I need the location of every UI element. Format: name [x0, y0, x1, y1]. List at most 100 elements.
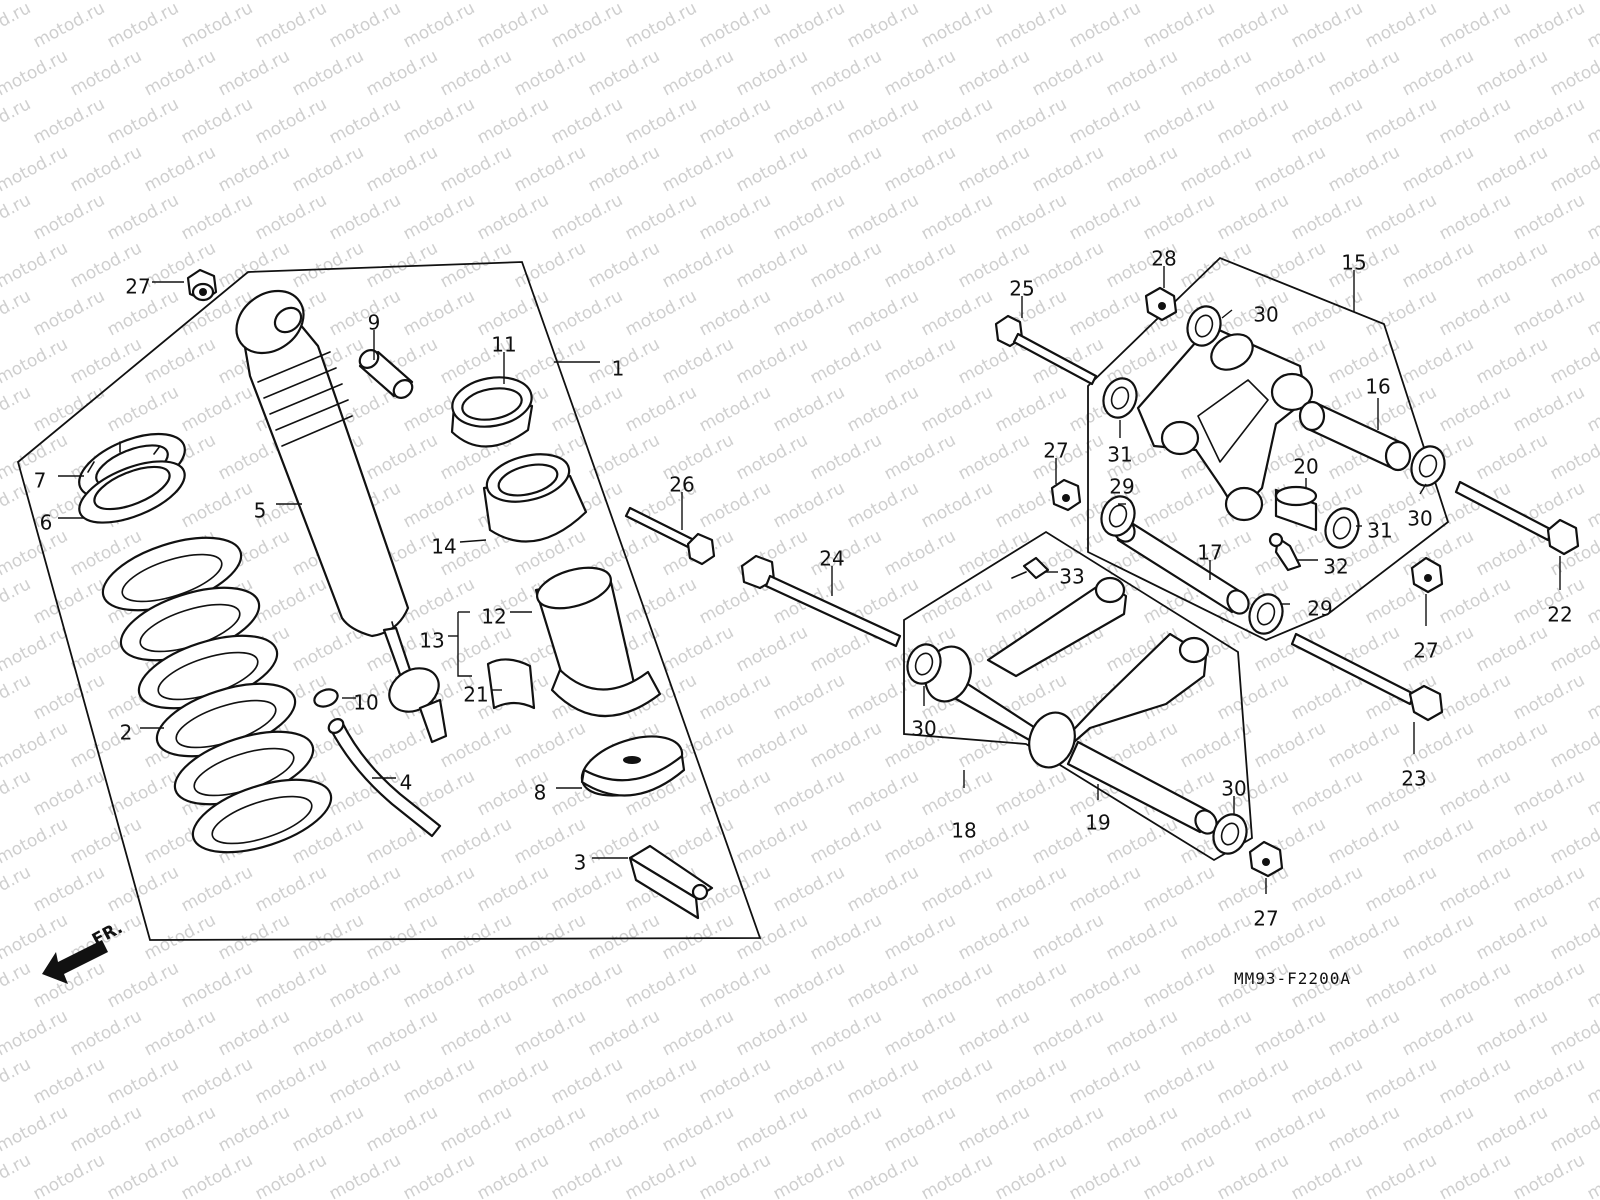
seal-part-30-link-right[interactable]: [1208, 810, 1252, 859]
seal-part-31-right[interactable]: [1320, 504, 1364, 553]
watermark-text: motod.ru: [1436, 1150, 1514, 1200]
seal-part-30-right[interactable]: [1406, 442, 1450, 491]
watermark-text: motod.ru: [0, 1006, 71, 1060]
watermark-text: motod.ru: [881, 910, 959, 964]
watermark-text: motod.ru: [400, 0, 478, 52]
watermark-text: motod.ru: [548, 190, 626, 244]
watermark-text: motod.ru: [1288, 670, 1366, 724]
watermark-text: motod.ru: [955, 142, 1033, 196]
boot-part-14[interactable]: [482, 446, 588, 543]
lower-mount-part-3[interactable]: [628, 844, 714, 920]
watermark-text: motod.ru: [0, 0, 71, 4]
cup-part-11[interactable]: [448, 371, 535, 448]
watermark-text: motod.ru: [548, 958, 626, 1012]
watermark-text: motod.ru: [30, 766, 108, 820]
watermark-text: motod.ru: [733, 0, 811, 4]
grease-fitting-part-33[interactable]: [1011, 556, 1050, 580]
watermark-text: motod.ru: [1288, 1150, 1366, 1200]
nut-part-27-middle[interactable]: [1050, 478, 1082, 512]
watermark-text: motod.ru: [1584, 0, 1600, 52]
clip-part-10[interactable]: [312, 686, 340, 709]
watermark-text: motod.ru: [770, 766, 848, 820]
watermark-text: motod.ru: [1362, 1150, 1440, 1200]
callout-27a: 27: [125, 275, 150, 299]
plate-part-8[interactable]: [575, 725, 690, 807]
watermark-text: motod.ru: [622, 0, 700, 52]
watermark-text: motod.ru: [844, 190, 922, 244]
bolt-part-22[interactable]: [1454, 480, 1580, 556]
watermark-text: motod.ru: [770, 190, 848, 244]
coil-spring-part-2[interactable]: [94, 523, 339, 867]
watermark-text: motod.ru: [733, 1102, 811, 1156]
watermark-text: motod.ru: [1029, 1102, 1107, 1156]
collar-part-20[interactable]: [1274, 485, 1318, 532]
seal-part-29-upper[interactable]: [1096, 492, 1140, 541]
seal-part-30-top[interactable]: [1182, 302, 1226, 351]
watermark-text: motod.ru: [252, 1150, 330, 1200]
label-part-21[interactable]: [486, 658, 536, 710]
watermark-text: motod.ru: [1473, 622, 1551, 676]
watermark-text: motod.ru: [918, 1054, 996, 1108]
nut-part-27-right[interactable]: [1410, 556, 1444, 594]
watermark-text: motod.ru: [1362, 1054, 1440, 1108]
callout-4: 4: [400, 771, 413, 795]
grease-fitting-part-32[interactable]: [1268, 532, 1302, 572]
nut-part-27-bottom[interactable]: [1248, 840, 1284, 878]
collar-part-16[interactable]: [1298, 400, 1412, 472]
watermark-text: motod.ru: [807, 430, 885, 484]
watermark-text: motod.ru: [659, 622, 737, 676]
watermark-text: motod.ru: [1436, 574, 1514, 628]
watermark-text: motod.ru: [178, 0, 256, 52]
watermark-text: motod.ru: [1177, 46, 1255, 100]
watermark-text: motod.ru: [0, 46, 71, 100]
watermark-text: motod.ru: [918, 0, 996, 52]
watermark-text: motod.ru: [1066, 1150, 1144, 1200]
watermark-text: motod.ru: [178, 382, 256, 436]
bolt-part-24[interactable]: [740, 554, 902, 648]
watermark-text: motod.ru: [1288, 190, 1366, 244]
watermark-text: motod.ru: [1510, 286, 1588, 340]
watermark-text: motod.ru: [437, 46, 515, 100]
watermark-text: motod.ru: [215, 1006, 293, 1060]
watermark-text: motod.ru: [1547, 814, 1600, 868]
watermark-text: motod.ru: [1140, 94, 1218, 148]
spring-coil-6: [191, 778, 333, 854]
watermark-text: motod.ru: [1399, 46, 1477, 100]
breather-tube-part-4[interactable]: [326, 716, 442, 838]
callout-5: 5: [254, 499, 267, 523]
watermark-text: motod.ru: [585, 1006, 663, 1060]
shock-body-part-5[interactable]: [224, 278, 448, 744]
bolt-part-26[interactable]: [624, 506, 716, 566]
watermark-text: motod.ru: [0, 574, 34, 628]
watermark-text: motod.ru: [659, 0, 737, 4]
shock-link-part-18[interactable]: [918, 576, 1210, 774]
pipe-part-19[interactable]: [1066, 740, 1221, 837]
lock-nut-part-6[interactable]: [71, 449, 193, 535]
bolt-part-25[interactable]: [994, 314, 1098, 386]
watermark-text: motod.ru: [0, 238, 71, 292]
watermark-text: motod.ru: [474, 1150, 552, 1200]
watermark-text: motod.ru: [622, 574, 700, 628]
watermark-text: motod.ru: [30, 0, 108, 52]
watermark-text: motod.ru: [1436, 670, 1514, 724]
shock-group-border: [16, 261, 762, 941]
seal-part-30-link-left[interactable]: [902, 640, 946, 689]
nut-part-28[interactable]: [1144, 286, 1178, 322]
watermark-text: motod.ru: [807, 718, 885, 772]
seal-part-29-lower[interactable]: [1244, 590, 1288, 639]
watermark-text: motod.ru: [104, 382, 182, 436]
watermark-text: motod.ru: [400, 958, 478, 1012]
bolt-part-23[interactable]: [1290, 632, 1444, 722]
watermark-text: motod.ru: [918, 862, 996, 916]
watermark-text: motod.ru: [141, 334, 219, 388]
watermark-text: motod.ru: [1029, 910, 1107, 964]
shock-arm-part-15[interactable]: [1136, 324, 1314, 522]
watermark-text: motod.ru: [770, 94, 848, 148]
watermark-text: motod.ru: [104, 0, 182, 52]
dust-boot-part-12[interactable]: [533, 560, 662, 718]
watermark-text: motod.ru: [215, 0, 293, 4]
watermark-text: motod.ru: [1436, 382, 1514, 436]
seal-part-31-left[interactable]: [1098, 374, 1142, 423]
watermark-text: motod.ru: [881, 1102, 959, 1156]
nut-part-27-top-left[interactable]: [186, 268, 218, 302]
